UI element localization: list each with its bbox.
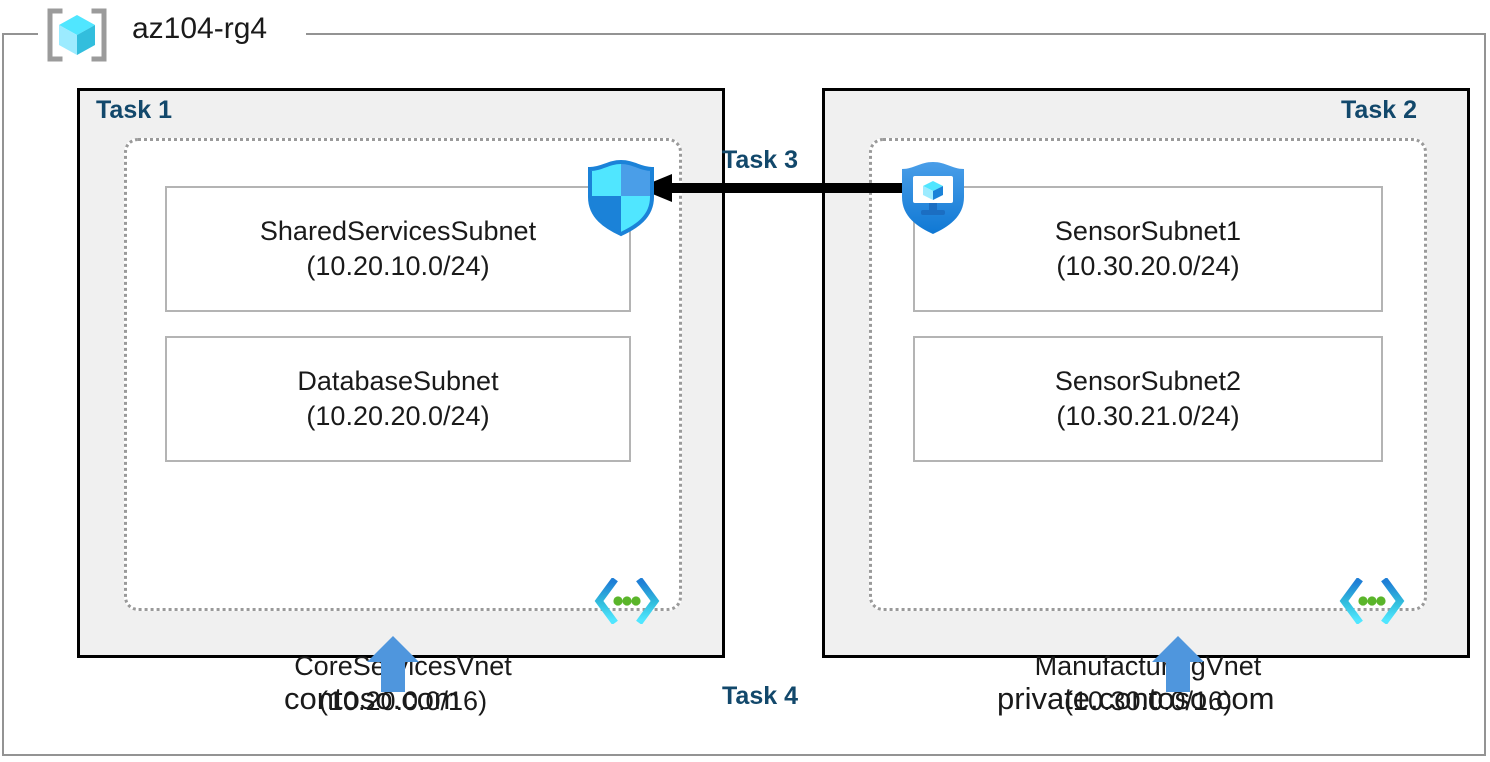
up-arrow-icon [1152,636,1204,692]
task2-label: Task 2 [1341,96,1417,124]
subnet-database-name: DatabaseSubnet [297,366,499,397]
left-arrow-icon [638,172,928,204]
task1-label: Task 1 [96,96,172,124]
subnet-sensor1: SensorSubnet1 (10.30.20.0/24) [913,186,1383,312]
bastion-shield-monitor-icon [896,155,970,237]
resource-group-frame [2,33,1486,756]
subnet-sharedservices-cidr: (10.20.10.0/24) [306,251,490,281]
subnet-sensor1-cidr: (10.30.20.0/24) [1056,251,1240,281]
resource-group-name: az104-rg4 [132,12,268,45]
dns-zone-private-contoso-label: private.contoso.com [997,681,1275,716]
up-arrow-icon [367,636,419,692]
subnet-sensor2-cidr: (10.30.21.0/24) [1056,401,1240,431]
virtual-network-icon [1339,577,1405,625]
virtual-network-icon [594,577,660,625]
subnet-sensor2: SensorSubnet2 (10.30.21.0/24) [913,336,1383,462]
task3-label: Task 3 [722,146,798,174]
subnet-sensor2-name: SensorSubnet2 [1054,366,1242,397]
task4-label: Task 4 [722,682,798,710]
subnet-sharedservices-name: SharedServicesSubnet [259,216,537,247]
dns-zone-contoso-label: contoso.com [284,681,460,716]
subnet-database: DatabaseSubnet (10.20.20.0/24) [165,336,631,462]
azure-resource-group-cube-icon [46,8,108,62]
subnet-sharedservices: SharedServicesSubnet (10.20.10.0/24) [165,186,631,312]
subnet-database-cidr: (10.20.20.0/24) [306,401,490,431]
shield-quadrant-icon [584,155,658,237]
subnet-sensor1-name: SensorSubnet1 [1054,216,1242,247]
